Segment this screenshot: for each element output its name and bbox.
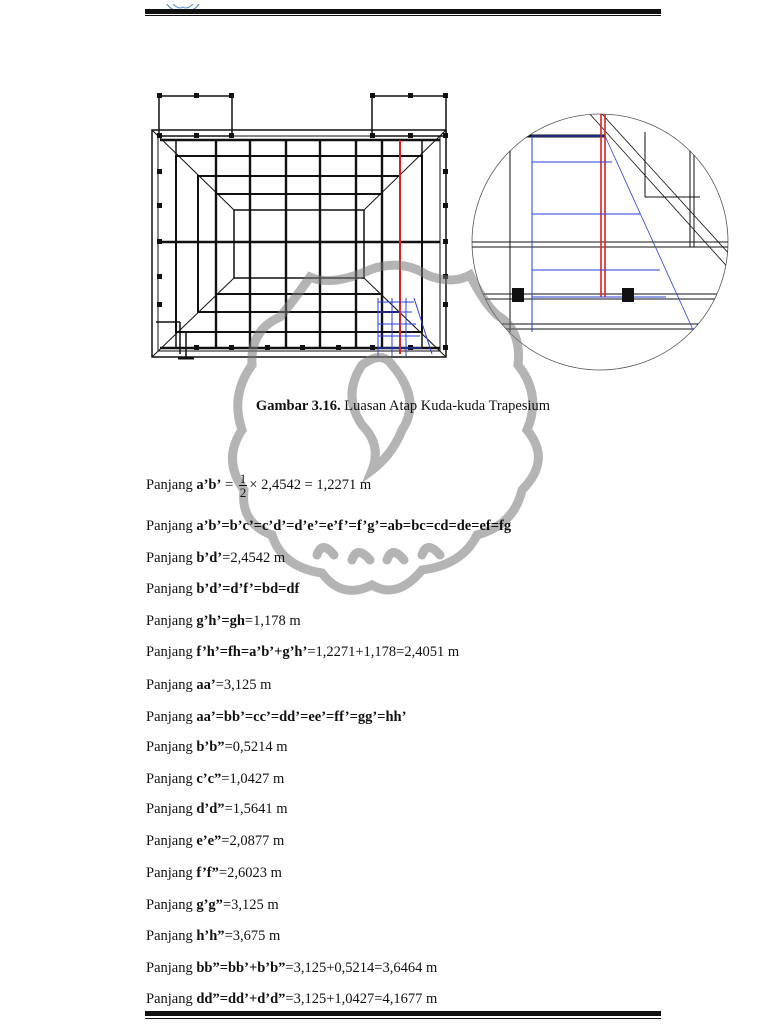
calc-label: Panjang [146, 833, 197, 849]
calc-value: =1,0427 m [221, 771, 285, 787]
calc-label: Panjang [146, 771, 197, 787]
calc-value: =3,675 m [224, 928, 281, 944]
calc-label: Panjang [146, 897, 197, 913]
roof-plan-figure [150, 92, 450, 362]
calc-variable: b’b” [196, 739, 225, 755]
calc-variable: c’c” [196, 771, 222, 787]
calc-variable: g’g” [196, 897, 223, 913]
calc-variable: g’h’=gh [196, 613, 245, 629]
calc-value: =2,6023 m [218, 865, 282, 881]
calc-variable: a’b’ [196, 476, 222, 493]
calc-variable: a’b’=b’c’=c’d’=d’e’=e’f’=f’g’=ab=bc=cd=d… [196, 518, 512, 534]
calc-line: Panjang f’h’=fh=a’b’+g’h’=1,2271+1,178=2… [146, 643, 459, 661]
calc-label: Panjang [146, 991, 197, 1007]
calc-variable: f’f” [196, 865, 219, 881]
calc-value: =1,178 m [244, 613, 301, 629]
calc-line: Panjang h’h”=3,675 m [146, 927, 280, 945]
calc-variable: aa’ [196, 677, 216, 693]
calc-line: Panjang b’b”=0,5214 m [146, 738, 288, 756]
calc-line: Panjang dd”=dd’+d’d”=3,125+1,0427=4,1677… [146, 990, 437, 1008]
calc-label: Panjang [146, 613, 197, 629]
calc-variable: b’d’ [196, 550, 223, 566]
calc-line: Panjang d’d”=1,5641 m [146, 800, 288, 818]
calc-value: × 2,4542 = 1,2271 m [249, 476, 372, 493]
calc-label: Panjang [146, 739, 197, 755]
calc-label: Panjang [146, 801, 197, 817]
calc-label: Panjang [146, 550, 197, 566]
calc-label: Panjang [146, 960, 197, 976]
calc-line: Panjang c’c”=1,0427 m [146, 770, 284, 788]
fraction-denominator: 2 [239, 485, 247, 500]
figure-caption: Gambar 3.16. Luasan Atap Kuda-kuda Trape… [145, 398, 661, 415]
calc-value: =2,4542 m [222, 550, 286, 566]
calc-value: =3,125+0,5214=3,6464 m [285, 960, 438, 976]
calc-line: Panjang b’d’=2,4542 m [146, 549, 285, 567]
calc-label: Panjang [146, 476, 197, 493]
calc-line: Panjang aa’=3,125 m [146, 676, 271, 694]
calc-variable: dd”=dd’+d’d” [196, 991, 286, 1007]
calc-label: Panjang [146, 518, 197, 534]
calc-line: Panjang g’h’=gh=1,178 m [146, 612, 301, 630]
calc-variable: aa’=bb’=cc’=dd’=ee’=ff’=gg’=hh’ [196, 709, 407, 725]
calc-line: Panjang bb”=bb’+b’b”=3,125+0,5214=3,6464… [146, 959, 437, 977]
logo-fragment [163, 0, 203, 9]
header-rule [145, 9, 661, 14]
university-seal-watermark [222, 255, 552, 615]
calc-value: =3,125 m [222, 897, 279, 913]
calc-line: Panjang b’d’=d’f’=bd=df [146, 580, 299, 598]
calc-value: =3,125 m [215, 677, 272, 693]
calc-variable: f’h’=fh=a’b’+g’h’ [196, 644, 308, 660]
calc-variable: b’d’=d’f’=bd=df [196, 581, 300, 597]
calc-variable: d’d” [196, 801, 225, 817]
calc-equals: = [221, 476, 237, 493]
header-rule-thin [145, 15, 661, 16]
calc-label: Panjang [146, 865, 197, 881]
calc-variable: h’h” [196, 928, 225, 944]
caption-label: Gambar 3.16. [255, 398, 341, 414]
calc-variable: e’e” [196, 833, 222, 849]
calc-label: Panjang [146, 677, 197, 693]
calc-label: Panjang [146, 709, 197, 725]
calc-line: Panjang g’g”=3,125 m [146, 896, 279, 914]
calc-label: Panjang [146, 581, 197, 597]
calc-value: =1,5641 m [224, 801, 288, 817]
calc-line: Panjang e’e”=2,0877 m [146, 832, 284, 850]
calc-label: Panjang [146, 928, 197, 944]
calc-line: Panjang f’f”=2,6023 m [146, 864, 282, 882]
footer-rule [145, 1011, 661, 1016]
calc-value: =3,125+1,0427=4,1677 m [285, 991, 438, 1007]
caption-text: Luasan Atap Kuda-kuda Trapesium [340, 398, 551, 414]
footer-rule-thin [145, 1018, 661, 1019]
calc-value: =0,5214 m [224, 739, 288, 755]
calc-value: =2,0877 m [221, 833, 285, 849]
fraction-numerator: 1 [238, 471, 248, 486]
calc-label: Panjang [146, 644, 197, 660]
calc-line: Panjang aa’=bb’=cc’=dd’=ee’=ff’=gg’=hh’ [146, 708, 406, 726]
calc-line: Panjang a’b’=b’c’=c’d’=d’e’=e’f’=f’g’=ab… [146, 517, 511, 535]
calc-value: =1,2271+1,178=2,4051 m [307, 644, 460, 660]
calc-variable: bb”=bb’+b’b” [196, 960, 286, 976]
